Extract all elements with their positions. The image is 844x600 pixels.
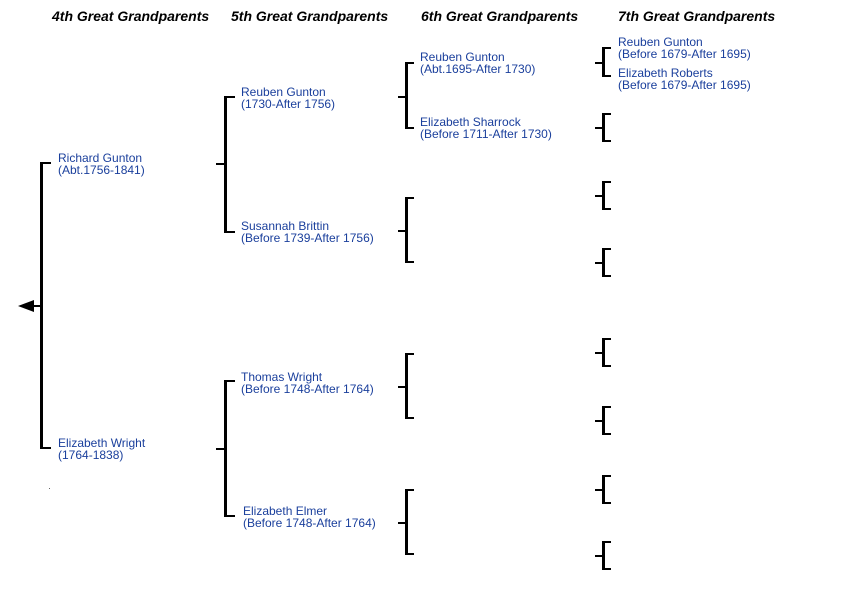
bracket-gen6-2-top-tick	[405, 197, 414, 199]
bracket-gen5-lower-vertical	[224, 380, 227, 517]
person-dates: (Before 1748-After 1764)	[241, 382, 374, 396]
stray-dot	[49, 488, 50, 489]
bracket-gen7-4-vertical	[602, 248, 605, 277]
bracket-gen7-6-top-tick	[602, 406, 611, 408]
person-elizabeth-roberts[interactable]: Elizabeth Roberts (Before 1679-After 169…	[618, 67, 751, 91]
bracket-gen7-3-bottom-tick	[602, 208, 611, 210]
bracket-gen5-upper-vertical	[224, 96, 227, 233]
header-5th-great-grandparents: 5th Great Grandparents	[231, 8, 389, 24]
header-6th-great-grandparents: 6th Great Grandparents	[421, 8, 579, 24]
connector-gen5-lower	[216, 448, 226, 450]
person-dates: (Abt.1756-1841)	[58, 163, 145, 177]
bracket-gen7-5-top-tick	[602, 338, 611, 340]
person-dates: (1730-After 1756)	[241, 97, 336, 111]
connector-gen7-3	[595, 195, 604, 197]
header-4th-great-grandparents: 4th Great Grandparents	[52, 8, 210, 24]
bracket-gen7-4-top-tick	[602, 248, 611, 250]
connector-gen7-5	[595, 352, 604, 354]
person-dates: (Abt.1695-After 1730)	[420, 62, 536, 76]
bracket-gen7-1-bottom-tick	[602, 75, 611, 77]
bracket-gen4-bottom-tick	[40, 447, 51, 449]
person-name: Reuben Gunton	[420, 50, 505, 64]
header-7th-great-grandparents: 7th Great Grandparents	[618, 8, 776, 24]
bracket-gen6-4-vertical	[405, 489, 408, 555]
person-dates: (Before 1739-After 1756)	[241, 231, 374, 245]
bracket-gen6-3-vertical	[405, 353, 408, 419]
person-dates: (Before 1711-After 1730)	[420, 127, 552, 141]
connector-gen7-4	[595, 262, 604, 264]
person-dates: (1764-1838)	[58, 448, 124, 462]
connector-gen7-1	[595, 62, 604, 64]
connector-gen7-8	[595, 555, 604, 557]
connector-gen6-1	[398, 96, 407, 98]
connector-gen7-7	[595, 489, 604, 491]
person-susannah-brittin[interactable]: Susannah Brittin (Before 1739-After 1756…	[241, 220, 374, 244]
bracket-gen5-upper-bottom-tick	[224, 231, 235, 233]
bracket-gen7-4-bottom-tick	[602, 275, 611, 277]
bracket-gen6-1-vertical	[405, 62, 408, 129]
bracket-gen6-3-top-tick	[405, 353, 414, 355]
connector-gen7-2	[595, 127, 604, 129]
bracket-gen7-3-top-tick	[602, 181, 611, 183]
bracket-gen6-3-bottom-tick	[405, 417, 414, 419]
back-arrow-icon[interactable]	[18, 300, 34, 312]
bracket-gen7-8-vertical	[602, 541, 605, 570]
bracket-gen7-6-bottom-tick	[602, 433, 611, 435]
bracket-gen6-2-vertical	[405, 197, 408, 263]
bracket-gen7-2-vertical	[602, 113, 605, 142]
bracket-gen5-lower-top-tick	[224, 380, 235, 382]
person-dates: (Before 1748-After 1764)	[243, 516, 376, 530]
person-elizabeth-elmer[interactable]: Elizabeth Elmer (Before 1748-After 1764)	[243, 505, 376, 529]
bracket-gen7-7-top-tick	[602, 475, 611, 477]
bracket-gen7-7-vertical	[602, 475, 605, 504]
bracket-gen6-1-top-tick	[405, 62, 414, 64]
person-name: Susannah Brittin	[241, 219, 330, 233]
bracket-gen4-top-tick	[40, 162, 51, 164]
person-name: Richard Gunton	[58, 151, 143, 165]
connector-gen5-upper	[216, 163, 226, 165]
bracket-gen5-lower-bottom-tick	[224, 515, 235, 517]
person-elizabeth-wright[interactable]: Elizabeth Wright (1764-1838)	[58, 437, 145, 461]
person-name: Elizabeth Elmer	[243, 504, 328, 518]
bracket-gen7-2-top-tick	[602, 113, 611, 115]
bracket-gen7-1-top-tick	[602, 47, 611, 49]
bracket-gen6-2-bottom-tick	[405, 261, 414, 263]
bracket-gen7-5-bottom-tick	[602, 365, 611, 367]
person-richard-gunton[interactable]: Richard Gunton (Abt.1756-1841)	[58, 152, 145, 176]
bracket-gen5-upper-top-tick	[224, 96, 235, 98]
person-name: Thomas Wright	[241, 370, 323, 384]
person-reuben-gunton-1695[interactable]: Reuben Gunton (Abt.1695-After 1730)	[420, 51, 535, 75]
person-dates: (Before 1679-After 1695)	[618, 47, 751, 61]
bracket-gen7-3-vertical	[602, 181, 605, 210]
person-name: Elizabeth Sharrock	[420, 115, 521, 129]
bracket-gen6-1-bottom-tick	[405, 127, 414, 129]
bracket-gen7-2-bottom-tick	[602, 140, 611, 142]
bracket-gen7-8-top-tick	[602, 541, 611, 543]
person-elizabeth-sharrock[interactable]: Elizabeth Sharrock (Before 1711-After 17…	[420, 116, 552, 140]
person-name: Reuben Gunton	[241, 85, 326, 99]
person-reuben-gunton-1679[interactable]: Reuben Gunton (Before 1679-After 1695)	[618, 36, 751, 60]
bracket-gen7-5-vertical	[602, 338, 605, 367]
connector-gen6-2	[398, 230, 407, 232]
connector-gen6-4	[398, 522, 407, 524]
person-name: Reuben Gunton	[618, 35, 703, 49]
connector-gen6-3	[398, 386, 407, 388]
person-dates: (Before 1679-After 1695)	[618, 78, 751, 92]
bracket-gen7-8-bottom-tick	[602, 568, 611, 570]
bracket-gen7-7-bottom-tick	[602, 502, 611, 504]
connector-gen7-6	[595, 420, 604, 422]
person-name: Elizabeth Roberts	[618, 66, 713, 80]
bracket-gen7-6-vertical	[602, 406, 605, 435]
bracket-gen6-4-bottom-tick	[405, 553, 414, 555]
person-name: Elizabeth Wright	[58, 436, 146, 450]
bracket-gen7-1-vertical	[602, 47, 605, 77]
bracket-gen6-4-top-tick	[405, 489, 414, 491]
bracket-gen4-vertical	[40, 162, 43, 449]
person-thomas-wright[interactable]: Thomas Wright (Before 1748-After 1764)	[241, 371, 374, 395]
person-reuben-gunton-1730[interactable]: Reuben Gunton (1730-After 1756)	[241, 86, 335, 110]
arrow-stem	[30, 305, 42, 307]
